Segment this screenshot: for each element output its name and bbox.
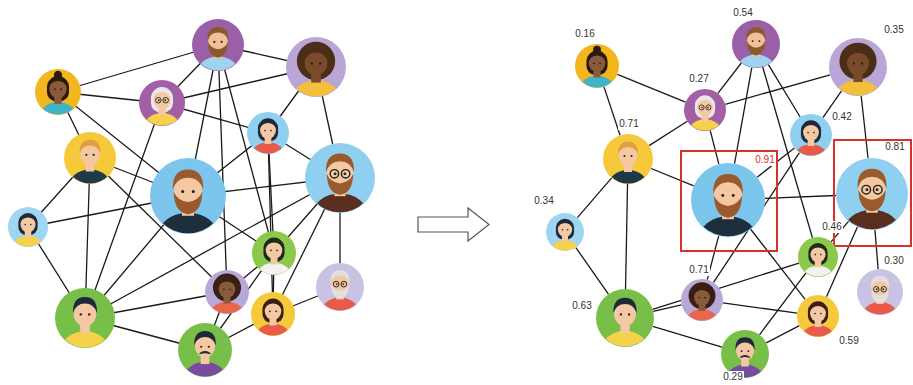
person-avatar <box>305 143 375 238</box>
person-avatar <box>192 19 244 90</box>
person-node: 0.16 <box>575 44 619 88</box>
score-label: 0.91 <box>754 154 775 166</box>
person-avatar <box>252 231 296 291</box>
network-edge <box>617 74 685 102</box>
score-label: 0.29 <box>722 371 743 383</box>
person-avatar <box>35 69 81 132</box>
network-edge <box>649 121 687 145</box>
avatar-circle <box>790 114 832 156</box>
network-edge <box>576 248 609 295</box>
avatar-circle <box>575 44 619 88</box>
score-label: 0.54 <box>732 7 753 19</box>
person-node: 0.27 <box>684 89 726 131</box>
network-edge <box>653 305 681 312</box>
network-edge <box>577 178 611 218</box>
person-node: 0.42 <box>790 114 832 156</box>
network-edge <box>718 63 741 93</box>
score-label: 0.16 <box>574 28 595 40</box>
person-node: 0.71 <box>603 134 653 184</box>
person-node: 0.63 <box>596 289 654 347</box>
person-node: 0.54 <box>732 20 780 68</box>
score-label: 0.27 <box>688 73 709 85</box>
person-node: 0.71 <box>681 279 723 321</box>
network-edge <box>861 96 868 158</box>
network-edge <box>653 326 722 347</box>
person-avatar <box>8 207 48 261</box>
person-node: 0.46 <box>798 237 838 277</box>
score-label: 0.71 <box>688 264 709 276</box>
avatar-circle <box>836 158 908 230</box>
person-avatar <box>139 80 185 143</box>
avatar-circle <box>798 237 838 277</box>
person-avatar <box>316 263 364 328</box>
score-label: 0.34 <box>533 195 554 207</box>
network-edge <box>875 230 878 269</box>
person-node: 0.35 <box>829 38 887 96</box>
person-node: 0.29 <box>721 330 769 378</box>
score-label: 0.46 <box>821 221 842 233</box>
network-edge <box>626 184 628 289</box>
person-avatar <box>178 323 232 385</box>
network-line <box>90 158 227 292</box>
person-avatar <box>247 112 289 169</box>
person-node: 0.30 <box>857 269 903 315</box>
avatar-circle <box>797 295 839 337</box>
avatar-circle <box>596 289 654 347</box>
avatar-circle <box>732 20 780 68</box>
network-edge <box>766 326 799 343</box>
person-avatar <box>55 288 115 370</box>
score-label: 0.71 <box>618 118 639 130</box>
network-edge <box>651 168 694 185</box>
person-avatar <box>286 37 346 119</box>
person-node: 0.91 <box>691 163 765 237</box>
network-edge <box>710 130 719 164</box>
score-label: 0.63 <box>571 300 592 312</box>
network-edge <box>723 303 797 313</box>
network-edge <box>765 195 836 198</box>
network-line <box>268 133 273 314</box>
score-label: 0.42 <box>831 111 852 123</box>
score-label: 0.81 <box>884 141 905 153</box>
person-avatar <box>64 132 116 203</box>
score-label: 0.30 <box>883 255 904 267</box>
avatar-circle <box>603 134 653 184</box>
network-edge <box>725 75 830 104</box>
person-avatar <box>150 158 226 261</box>
network-edge <box>653 263 799 309</box>
avatar-circle <box>684 89 726 131</box>
score-label: 0.59 <box>838 335 859 347</box>
person-node: 0.34 <box>546 213 584 251</box>
score-label: 0.35 <box>883 24 904 36</box>
avatar-circle <box>857 269 903 315</box>
avatar-circle <box>829 38 887 96</box>
person-node: 0.81 <box>836 158 908 230</box>
person-avatar <box>251 292 295 352</box>
avatar-circle <box>546 213 584 251</box>
avatar-circle <box>681 279 723 321</box>
person-avatar <box>205 270 249 330</box>
person-node: 0.59 <box>797 295 839 337</box>
avatar-circle <box>691 163 765 237</box>
hollow-arrow <box>418 208 489 241</box>
